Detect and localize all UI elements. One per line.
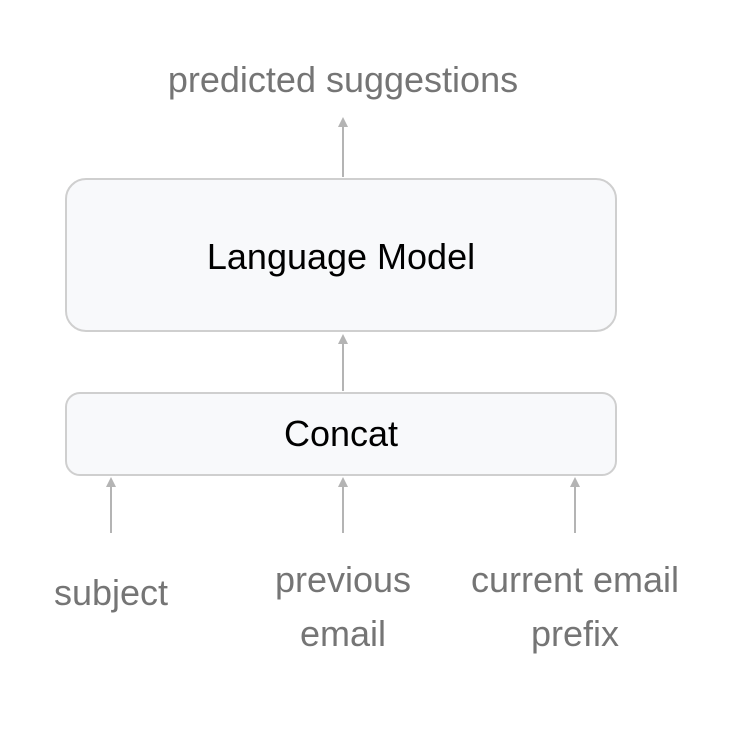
input-label-previous-line1: previous: [274, 559, 412, 600]
concat-box: [65, 392, 617, 476]
input-label-current-line1: current email: [470, 559, 680, 600]
output-label: predicted suggestions: [167, 59, 519, 100]
input-label-previous-line2: email: [299, 613, 387, 654]
language-model-box: [65, 178, 617, 332]
language-model-label: Language Model: [206, 236, 476, 277]
input-label-current-line2: prefix: [530, 613, 620, 654]
concat-label: Concat: [283, 413, 399, 454]
input-label-subject: subject: [53, 572, 169, 613]
